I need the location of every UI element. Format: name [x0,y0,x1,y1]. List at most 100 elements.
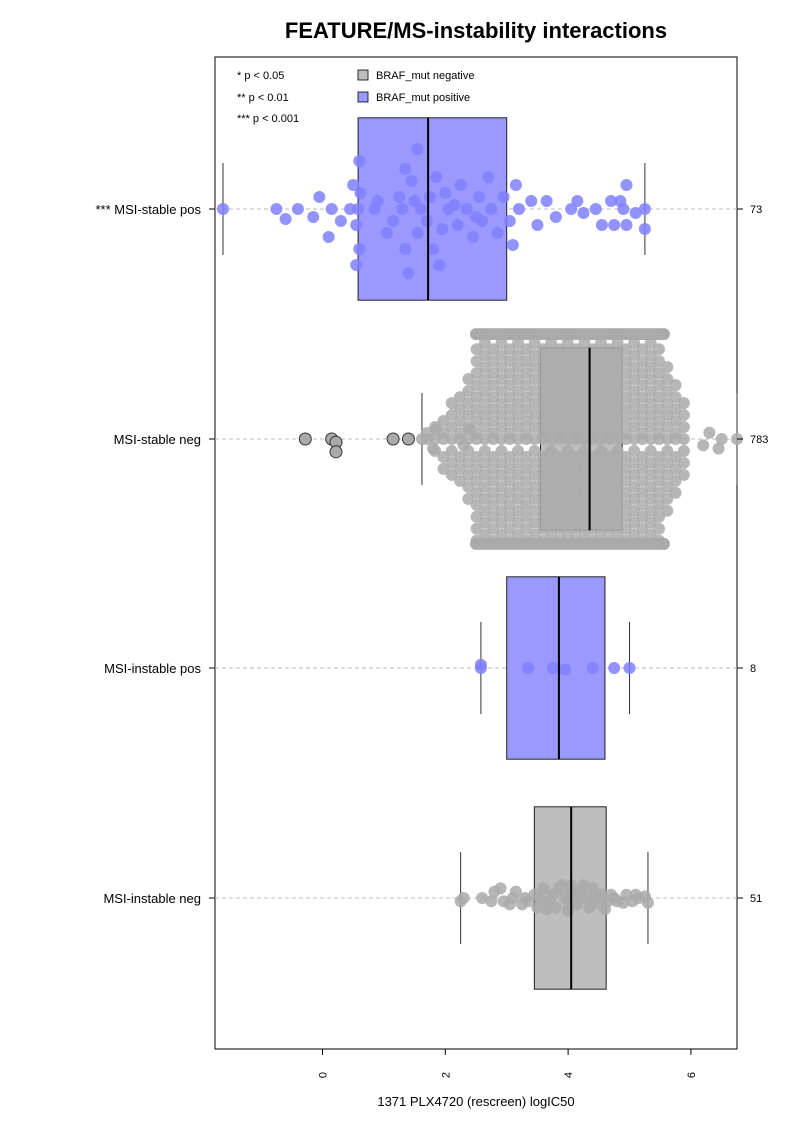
group-2-datapoint-6 [608,662,621,674]
group-1-point-181 [536,450,549,463]
group-1-point-320 [603,486,616,499]
group-0-datapoint-39 [460,203,473,215]
group-1-point-60 [478,421,491,434]
group-1-point-59 [478,409,491,422]
group-0-datapoint-26 [411,227,424,239]
group-3-datapoint-13 [537,882,550,895]
group-1-point-429 [661,385,674,398]
x-tick-label-1: 2 [440,1072,452,1078]
group-1-point-312 [603,391,616,404]
group-3-label: MSI-instable neg [103,891,201,906]
group-1-point-395 [644,361,657,374]
group-1-point-412 [653,367,666,380]
group-1-point-132 [512,468,525,481]
group-1-point-218 [553,486,566,499]
group-1-point-262 [578,397,591,410]
group-0-datapoint-64 [620,219,633,231]
group-0-datapoint-19 [387,215,400,227]
group-1-datapoint-3 [457,439,470,452]
group-1-point-416 [653,415,666,428]
group-1-point-68 [478,516,491,529]
group-1-point-44 [470,433,483,445]
group-1-point-302 [594,468,607,481]
group-1-point-361 [628,361,641,374]
group-1-point-96 [495,444,508,457]
group-1-point-88 [495,349,508,362]
chart-title: FEATURE/MS-instability interactions [285,18,667,43]
group-1-datapoint-9 [703,426,716,439]
group-1-point-15 [445,456,458,469]
group-1-point-370 [628,468,641,481]
group-1-point-130 [512,444,525,457]
group-1-point-225 [561,361,574,374]
legend-label-positive: BRAF_mut positive [376,92,470,104]
group-1-point-33 [462,468,475,481]
group-1-point-47 [470,474,483,487]
group-1-point-237 [561,504,574,517]
group-1-point-316 [603,433,616,445]
group-1-point-308 [603,343,616,356]
group-1-point-219 [553,498,566,511]
group-1-point-169 [528,504,541,517]
x-tick-label-2: 4 [563,1072,575,1078]
group-1-point-297 [594,409,607,422]
group-1-point-342 [619,343,632,356]
group-1-point-95 [495,433,508,445]
group-1-point-322 [603,510,616,523]
group-3-datapoint-16 [549,901,562,914]
group-1-point-109 [503,403,516,416]
group-1-point-61 [478,433,491,445]
group-1-point-128 [512,421,525,434]
group-1-point-165 [528,456,541,469]
group-3-datapoint-26 [580,892,593,904]
group-1-point-137 [512,528,525,541]
group-1-point-333 [611,433,624,445]
group-1-point-310 [603,367,616,380]
group-1-point-107 [503,379,516,392]
legend-label-negative: BRAF_mut negative [376,70,474,82]
group-1-point-229 [561,409,574,422]
group-1-point-442 [669,403,682,416]
group-1-point-11 [445,409,458,422]
group-1-point-186 [536,510,549,523]
group-1-point-220 [553,510,566,523]
group-0-datapoint-13 [353,155,366,167]
group-1-point-438 [661,492,674,505]
group-1-point-431 [661,409,674,422]
group-1-point-141 [520,379,533,392]
group-0-datapoint-20 [393,191,406,203]
group-1-point-381 [636,403,649,416]
group-1-point-296 [594,397,607,410]
group-0-datapoint-14 [352,203,365,215]
group-1-point-232 [561,444,574,457]
group-1-point-72 [487,367,500,380]
group-1-point-149 [520,474,533,487]
group-1-point-418 [653,433,666,445]
group-1-point-236 [561,492,574,505]
group-0-datapoint-63 [620,179,633,191]
group-1-point-147 [520,450,533,463]
group-1-point-345 [619,379,632,392]
group-1-point-397 [644,385,657,398]
group-1-point-153 [520,522,533,535]
group-1-point-3 [429,433,442,445]
group-1-point-304 [594,492,607,505]
group-1-point-235 [561,480,574,493]
group-1-point-190 [545,349,558,362]
group-1-point-55 [478,361,491,374]
group-1-point-185 [536,498,549,511]
group-1-point-85 [487,522,500,535]
group-1-point-398 [644,397,657,410]
group-1-point-5 [437,415,450,428]
group-0-datapoint-49 [509,179,522,191]
group-2-datapoint-1 [474,658,487,671]
group-1-point-42 [470,415,483,428]
group-1-point-119 [503,522,516,535]
group-1-point-368 [628,444,641,457]
group-1-outlier-5 [401,432,415,446]
group-1-point-202 [545,492,558,505]
group-1-point-238 [561,516,574,529]
group-1-point-406 [644,492,657,505]
group-1-point-338 [611,492,624,505]
